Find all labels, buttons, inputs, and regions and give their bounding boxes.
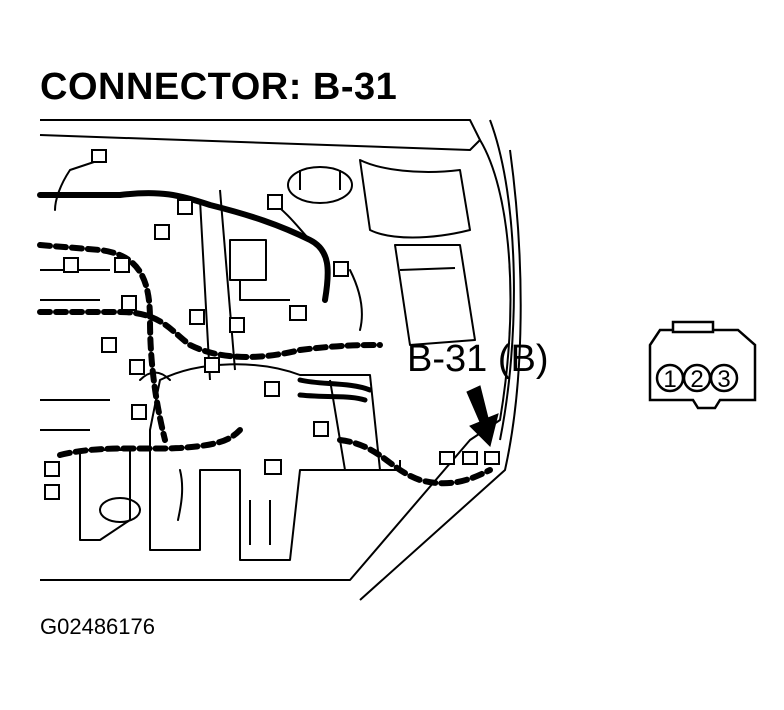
harness-connector — [289, 305, 307, 321]
connector-callout-label: B-31 (B) — [407, 338, 549, 380]
harness-connector-b31 — [484, 451, 500, 465]
harness-connector — [91, 149, 107, 163]
relay-box — [229, 239, 267, 281]
pin-3-label: 3 — [717, 366, 730, 393]
connector-pins — [655, 363, 739, 393]
harness-connector — [63, 257, 79, 273]
intake-manifold — [149, 363, 381, 561]
harness-connector — [267, 194, 283, 210]
round-sensor — [99, 497, 141, 523]
diagram-title: CONNECTOR: B-31 — [40, 66, 398, 108]
hood-outline — [39, 119, 481, 151]
harness-connector — [462, 451, 478, 465]
pin-3-circle — [709, 363, 739, 393]
harness-connector — [264, 459, 282, 475]
battery-box — [394, 244, 476, 346]
harness-connector — [264, 381, 280, 397]
pin-2-label: 2 — [690, 366, 703, 393]
harness-connector — [44, 461, 60, 477]
harness-connector — [44, 484, 60, 500]
harness-connector — [333, 261, 349, 277]
pointer-arrow — [466, 385, 499, 447]
harness-connector — [189, 309, 205, 325]
figure-code: G02486176 — [40, 614, 155, 639]
harness-connector — [101, 337, 117, 353]
harness-connector — [204, 357, 220, 373]
connector-face-diagram — [648, 320, 757, 410]
harness-connector — [177, 199, 193, 215]
harness-connector — [229, 317, 245, 333]
pin-1-label: 1 — [663, 366, 676, 393]
harness-connector — [313, 421, 329, 437]
reservoir-cap — [287, 166, 353, 204]
harness-connector — [129, 359, 145, 375]
harness-connector — [114, 257, 130, 273]
harness-connector — [131, 404, 147, 420]
harness-main — [37, 190, 331, 303]
harness-connector — [439, 451, 455, 465]
fender-outline — [40, 139, 512, 581]
harness-connector — [121, 295, 137, 311]
harness-connector — [154, 224, 170, 240]
